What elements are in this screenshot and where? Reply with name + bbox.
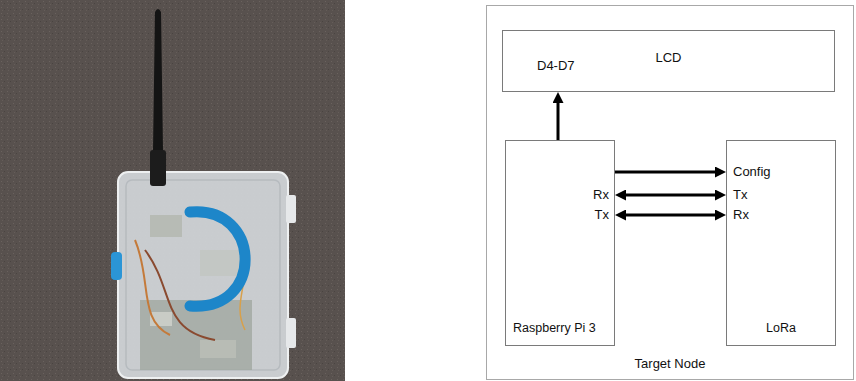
signal-arrow xyxy=(622,194,720,197)
signal-arrow xyxy=(557,99,560,140)
carpet-ground xyxy=(0,0,345,381)
pin-label: Config xyxy=(733,164,771,180)
antenna-base xyxy=(150,150,166,186)
node-title: LCD xyxy=(655,50,681,66)
module-board xyxy=(200,250,240,276)
pin-label: D4-D7 xyxy=(537,58,575,74)
node-title: Raspberry Pi 3 xyxy=(513,320,596,336)
pin-label: Tx xyxy=(595,207,609,223)
blue-handle xyxy=(190,212,245,307)
pin-label: Rx xyxy=(593,187,609,203)
wire xyxy=(145,250,215,340)
node-title: LoRa xyxy=(766,320,796,336)
side-knob xyxy=(111,252,122,280)
module-box: Raspberry Pi 3 xyxy=(505,140,615,346)
signal-arrow xyxy=(615,171,719,174)
node-title: Target Node xyxy=(635,356,706,372)
pin-label: Rx xyxy=(733,207,749,223)
module-board xyxy=(150,215,182,237)
case-clip xyxy=(286,195,296,223)
case-lid-rim xyxy=(126,180,280,370)
plastic-case xyxy=(118,172,288,378)
case-clip xyxy=(286,318,296,348)
pin-label: Tx xyxy=(733,187,747,203)
antenna-whip xyxy=(153,9,163,152)
board-chip xyxy=(200,340,236,358)
signal-arrow xyxy=(622,214,720,217)
